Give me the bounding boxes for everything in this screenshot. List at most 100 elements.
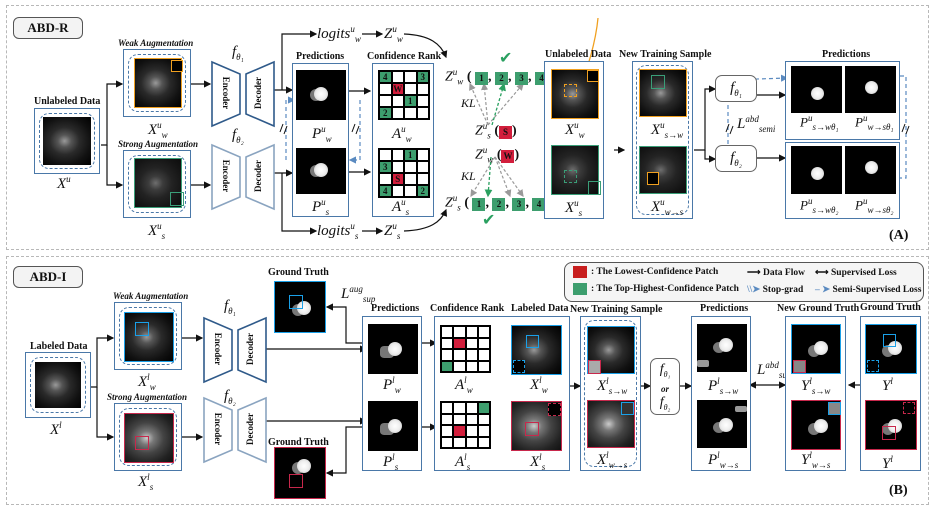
- pred-ps: [296, 148, 346, 194]
- new-gt-ysw: [791, 324, 841, 374]
- var-ps-b: Pls: [383, 452, 399, 472]
- rank-chip-1: 1: [474, 71, 488, 85]
- arrow-input-split-top-b: [91, 334, 115, 388]
- red-swatch-icon: [573, 266, 587, 278]
- new-sample-dash-bottom: [584, 320, 637, 467]
- new-sample-xsw-image: [639, 69, 687, 117]
- encoder-label-1-top: Encoder: [221, 76, 231, 110]
- title-predictions-bottom: Predictions: [371, 303, 420, 314]
- var-p-sw-theta1: Pus→wθ₁: [800, 113, 839, 132]
- arrow-split-f2: [704, 150, 717, 163]
- title-labeled-data: Labeled Data: [30, 341, 88, 352]
- var-p-ws-b: Plw→s: [708, 450, 739, 470]
- rank-chip-4: 4: [532, 197, 546, 211]
- grid-cell: [477, 425, 490, 437]
- grid-cell: 1: [404, 149, 417, 161]
- grid-cell: [441, 413, 454, 425]
- logits-s: logitsus: [317, 221, 359, 241]
- input-dash-bottom: [30, 357, 86, 413]
- grid-cell: [453, 413, 466, 425]
- corner-label-a: (A): [889, 228, 909, 243]
- var-p-ws-theta1: Puw→sθ₁: [855, 113, 894, 132]
- strong-aug-dash-bottom: [119, 408, 177, 466]
- var-xs-2: Xus: [565, 198, 583, 218]
- grid-cell: [416, 95, 429, 107]
- var-pw: Puw: [312, 124, 332, 144]
- tag-abd-i: ABD-I: [13, 266, 83, 288]
- grid-cell: [465, 349, 478, 361]
- grid-cell: [465, 425, 478, 437]
- weak-aug-dash-top: [128, 54, 186, 112]
- decoder-label-1-bottom: Decoder: [245, 333, 255, 365]
- grid-cell: [465, 360, 478, 372]
- legend-highest: : The Top-Highest-Confidence Patch: [573, 283, 739, 295]
- kl-label-top: KL: [461, 96, 476, 110]
- zw-rank-row: Zuw ( 1, 2, 3, 4 ): [445, 67, 556, 86]
- var-y-sw: Yls→w: [801, 376, 831, 396]
- input-dash-top: [39, 113, 95, 169]
- pred-ws-theta1: [845, 66, 896, 113]
- pred-sw-theta2: [791, 146, 842, 194]
- rank-chip-3: 3: [512, 197, 526, 211]
- pred-pw-b: [368, 324, 418, 374]
- f-theta2-top: fθ₂: [232, 127, 244, 145]
- var-p-ws-theta2: Puw→sθ₂: [855, 196, 894, 215]
- unlabeled-xw-dashed-patch: [564, 84, 577, 97]
- grid-cell: 3: [416, 71, 429, 83]
- rank-chip-1: 1: [472, 197, 486, 211]
- legend-semi-supervised-loss: – ➤ Semi-Supervised Loss: [815, 285, 922, 295]
- var-xsw-top: Xus→w: [651, 120, 684, 140]
- grid-cell: [453, 425, 466, 437]
- title-predictions-top: Predictions: [296, 51, 345, 62]
- grid-cell: [453, 436, 466, 448]
- confidence-grid-w-bottom: [440, 325, 491, 373]
- decoder-label-2-bottom: Decoder: [245, 413, 255, 445]
- title-labeled-data-2: Labeled Data: [511, 303, 569, 314]
- strong-aug-image: [134, 158, 182, 208]
- arrow-zs-curve: [403, 208, 448, 232]
- check-icon-top: ✔: [499, 50, 513, 67]
- new-sample-xsw-patch: [651, 75, 665, 89]
- title-new-training-sample-top: New Training Sample: [619, 49, 712, 60]
- var-xs-top: Xus: [148, 221, 166, 241]
- var-xs-labeled: Xls: [530, 452, 546, 472]
- grid-cell: [441, 360, 454, 372]
- grid-cell: [465, 402, 478, 414]
- new-sample-xws-b-patch: [621, 402, 634, 415]
- strong-aug-image-b: [124, 413, 174, 463]
- zs-s-chip-row: Zus (S): [475, 121, 517, 141]
- zw-w-chip-row: Zuw (W): [475, 145, 520, 165]
- title-strong-aug-top: Strong Augmentation: [118, 139, 198, 149]
- title-new-ground-truth: New Ground Truth: [777, 303, 860, 314]
- loss-aug: Laugsup: [341, 284, 376, 304]
- var-xws-top: Xuw→s: [651, 197, 684, 217]
- grid-cell: [465, 413, 478, 425]
- dashed-arrow-icon: – ➤: [815, 285, 833, 295]
- weak-aug-patch: [171, 60, 183, 72]
- arrow-logits-s: [281, 173, 318, 235]
- decoder-label-2-top: Decoder: [253, 160, 263, 192]
- title-unlabeled-data-2: Unlabeled Data: [545, 49, 612, 60]
- var-as-bottom: Als: [455, 452, 471, 472]
- weak-aug-dash-bottom: [119, 307, 177, 365]
- encoder-decoder-2-top: [211, 143, 275, 211]
- corner-label-b: (B): [889, 483, 908, 498]
- chip-w: W: [501, 149, 515, 163]
- double-arrow-icon: ⟷: [815, 268, 831, 278]
- grid-cell: [441, 402, 454, 414]
- zs-bottom: Zus: [384, 221, 401, 241]
- arrow-logits-w: [281, 30, 318, 90]
- encoder-label-2-top: Encoder: [221, 159, 231, 193]
- grid-cell: [416, 83, 429, 95]
- var-pw-b: Plw: [383, 375, 401, 395]
- arrow-zw-curve: [403, 33, 448, 59]
- grid-cell: 2: [379, 107, 392, 119]
- grid-cell: [404, 83, 417, 95]
- var-aw-top: Auw: [392, 124, 412, 144]
- panel-abd-r: [6, 5, 929, 250]
- grid-cell: S: [391, 173, 404, 185]
- var-xw-top: Xuw: [148, 120, 168, 140]
- kl-label-bottom: KL: [461, 169, 476, 183]
- unlabeled-xw-patch: [587, 70, 599, 82]
